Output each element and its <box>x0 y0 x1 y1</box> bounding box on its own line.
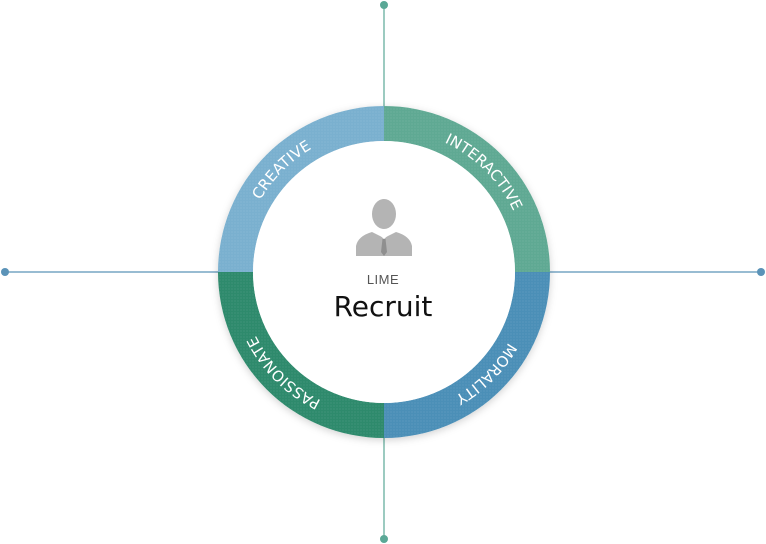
person-icon <box>356 199 412 256</box>
axis-bottom-dot <box>380 535 388 543</box>
center-content: LIME Recruit <box>283 190 483 330</box>
axis-right-dot <box>757 268 765 276</box>
axis-top-dot <box>380 1 388 9</box>
center-disk <box>253 141 515 403</box>
diagram-title: Recruit <box>333 290 433 323</box>
brand-label: LIME <box>366 272 400 287</box>
axis-left-dot <box>1 268 9 276</box>
